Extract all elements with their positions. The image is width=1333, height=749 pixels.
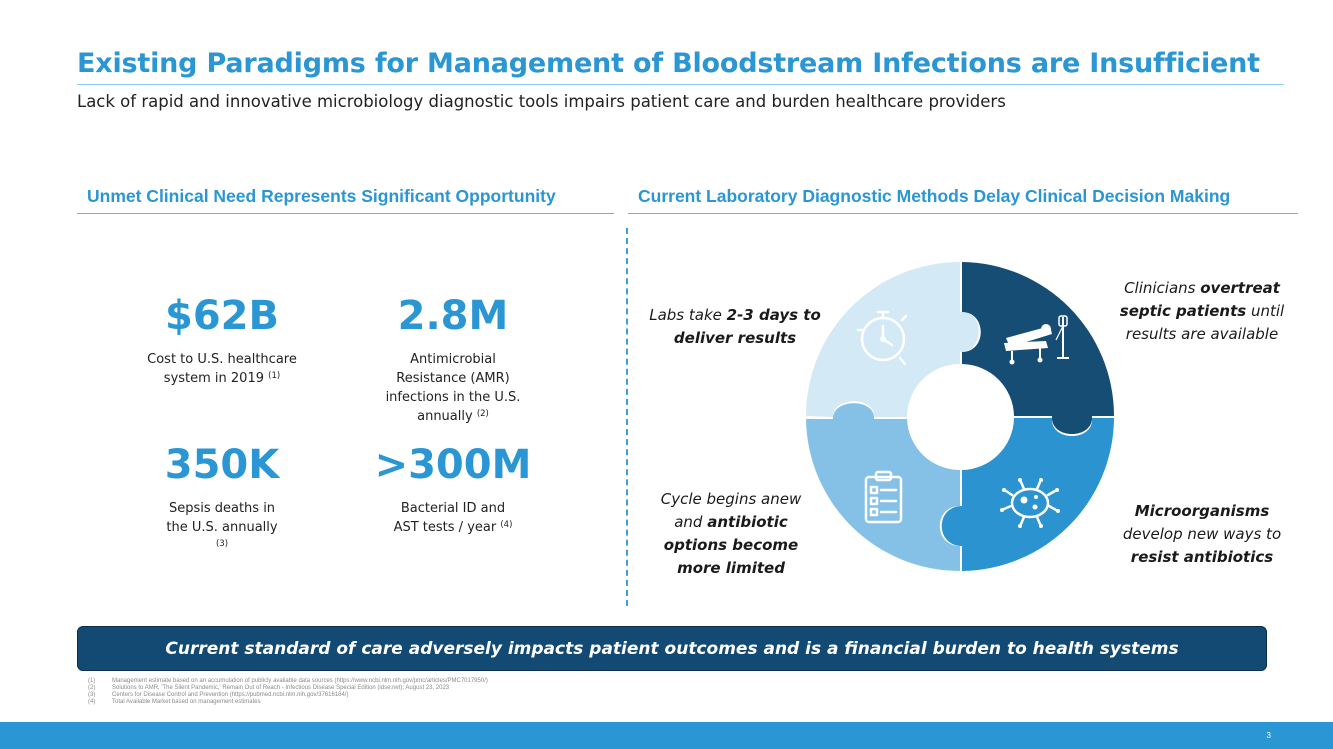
stat-cost: $62B Cost to U.S. healthcare system in 2… — [122, 296, 322, 388]
hospital-bed-icon — [1004, 315, 1069, 365]
left-header-rule — [77, 213, 614, 214]
stat-tests: >300M Bacterial ID and AST tests / year … — [353, 445, 553, 537]
label-clinicians: Clinicians overtreat septic patients unt… — [1119, 279, 1285, 343]
quadrant-microorganisms — [941, 418, 1114, 571]
right-header-rule — [628, 213, 1298, 214]
page-number: 3 — [1266, 731, 1271, 740]
footnote-ref: (4) — [500, 520, 513, 530]
stat-description: Bacterial ID and AST tests / year (4) — [393, 501, 513, 535]
label-microorganisms: Microorganisms develop new ways to resis… — [1122, 502, 1282, 566]
quadrant-cycle — [806, 403, 960, 571]
footnote: (2)Solutions to AMR, 'The Silent Pandemi… — [88, 685, 450, 691]
stat-description: Sepsis deaths in the U.S. annually (3) — [166, 501, 278, 549]
stat-amr: 2.8M Antimicrobial Resistance (AMR) infe… — [373, 296, 533, 426]
label-cycle-anew: Cycle begins anew and antibiotic options… — [660, 490, 802, 577]
page-subtitle: Lack of rapid and innovative microbiolog… — [77, 92, 1006, 111]
page-title: Existing Paradigms for Management of Blo… — [77, 48, 1260, 79]
footnote-ref: (3) — [215, 539, 229, 549]
clipboard-checklist-icon — [864, 470, 903, 524]
stat-value: 2.8M — [397, 293, 509, 339]
footnote: (1)Management estimate based on an accum… — [88, 678, 488, 684]
footnote-ref: (2) — [476, 409, 489, 419]
stat-value: $62B — [165, 293, 279, 339]
footnote-ref: (1) — [268, 371, 281, 381]
quadrant-labs — [806, 262, 979, 417]
stat-description: Cost to U.S. healthcare system in 2019 (… — [147, 352, 297, 386]
stat-value: 350K — [164, 442, 280, 488]
footer-bar: 3 — [0, 722, 1333, 749]
microbe-icon — [1000, 478, 1060, 528]
stat-description: Antimicrobial Resistance (AMR) infection… — [385, 352, 521, 424]
stat-sepsis: 350K Sepsis deaths in the U.S. annually … — [122, 445, 322, 556]
stat-value: >300M — [374, 442, 532, 488]
footnote: (3)Centers for Disease Control and Preve… — [88, 692, 349, 698]
stopwatch-icon — [856, 310, 908, 366]
right-column-header: Current Laboratory Diagnostic Methods De… — [638, 186, 1231, 206]
label-labs: Labs take 2-3 days to deliver results — [649, 306, 821, 347]
column-divider — [626, 228, 628, 606]
left-column-header: Unmet Clinical Need Represents Significa… — [87, 186, 556, 206]
footnote: (4)Total Available Market based on manag… — [88, 699, 261, 705]
footnotes: (1)Management estimate based on an accum… — [88, 678, 488, 706]
title-divider — [77, 84, 1284, 85]
conclusion-banner: Current standard of care adversely impac… — [77, 626, 1267, 671]
